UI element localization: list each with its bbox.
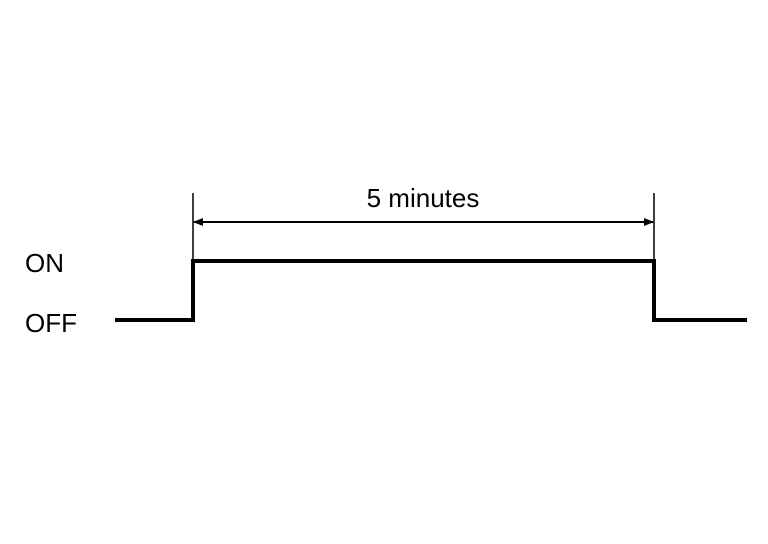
pulse-waveform <box>115 259 747 322</box>
off-state-label: OFF <box>25 308 77 338</box>
duration-label: 5 minutes <box>367 183 480 213</box>
on-state-label: ON <box>25 248 64 278</box>
